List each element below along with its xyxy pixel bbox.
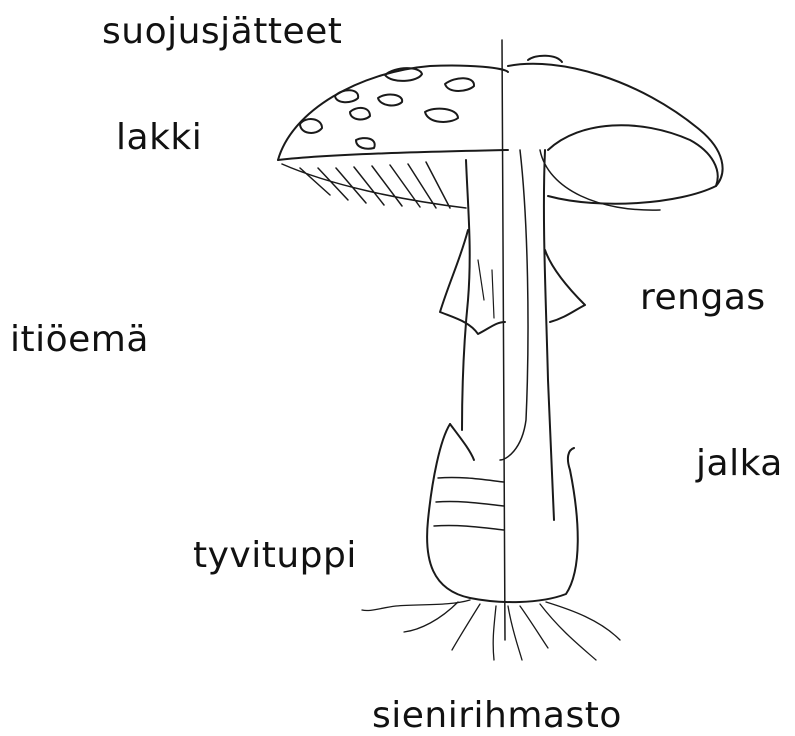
ring-right: [545, 250, 585, 322]
cap-remnant-patches: [300, 68, 474, 149]
cap-top-bump: [528, 56, 562, 62]
label-volva: tyvituppi: [193, 538, 357, 574]
mycelium-roots: [362, 600, 620, 660]
cap-section-outer: [508, 64, 723, 204]
cap-section-flesh: [540, 150, 660, 210]
ring-detail: [478, 260, 494, 318]
volva-lines: [434, 477, 504, 530]
label-mycelium: sienirihmasto: [372, 698, 622, 734]
cap-underside-edge: [278, 150, 508, 160]
section-divider: [502, 40, 505, 640]
ring-left: [440, 230, 505, 334]
volva-left: [427, 424, 578, 602]
gills-left: [282, 162, 466, 208]
stem-right: [544, 150, 554, 520]
label-fruiting-body: itiöemä: [10, 322, 149, 358]
label-cap: lakki: [116, 120, 202, 156]
cap-section-inner: [548, 125, 718, 186]
stem-left: [462, 160, 470, 430]
label-ring: rengas: [640, 280, 766, 316]
label-remnants: suojusjätteet: [102, 14, 342, 50]
label-stem: jalka: [696, 446, 783, 482]
